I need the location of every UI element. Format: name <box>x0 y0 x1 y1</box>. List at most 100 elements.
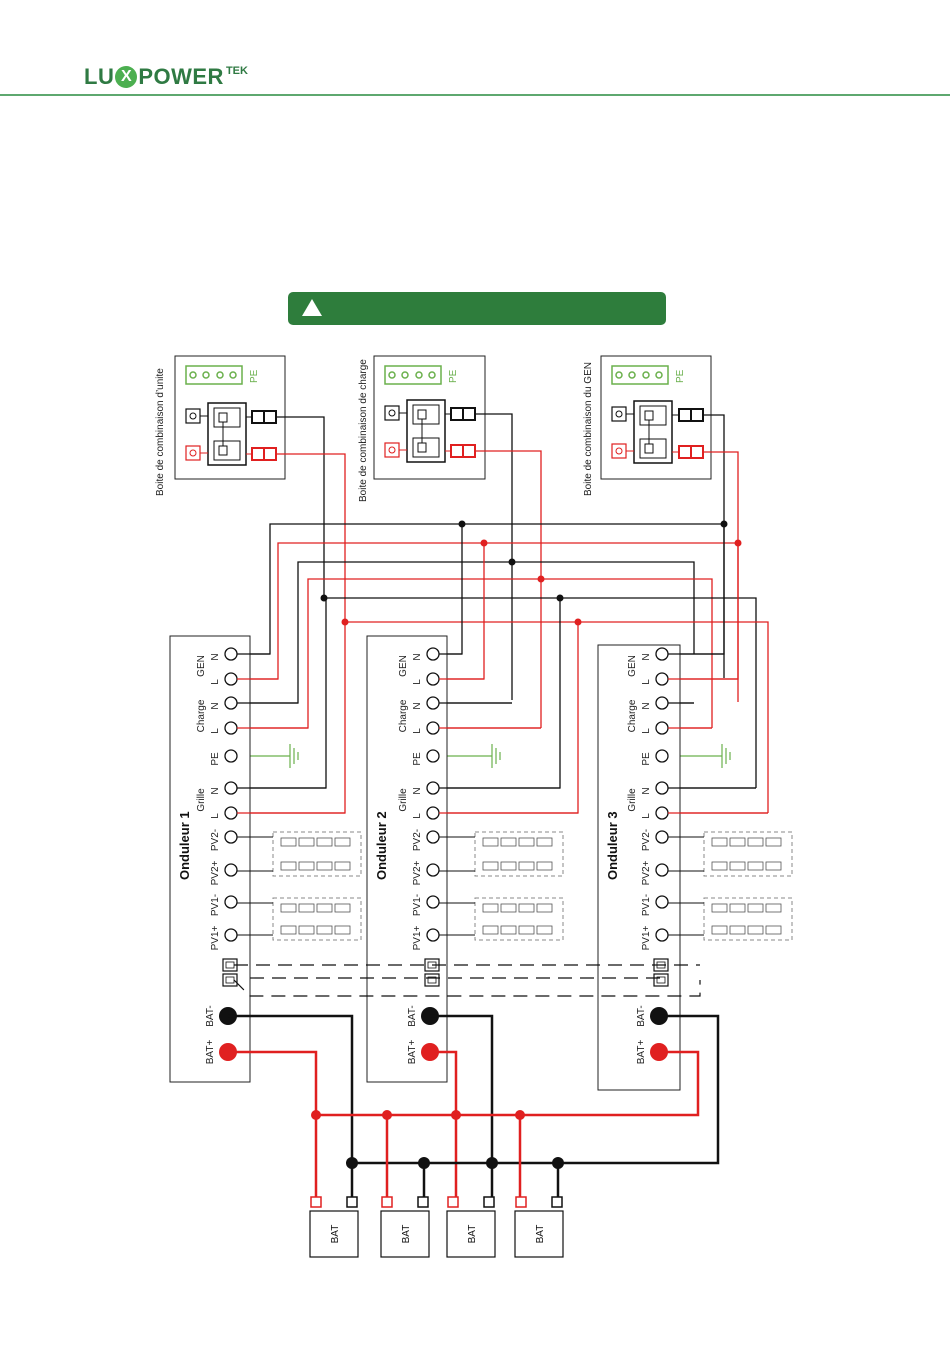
terminal-l <box>224 806 238 820</box>
battery-label: BAT <box>401 1225 412 1244</box>
terminal-pv2_minus <box>426 830 440 844</box>
pv-module-icon <box>765 925 782 935</box>
terminal-label: PV1+ <box>210 925 221 950</box>
pv-module-icon <box>334 861 351 871</box>
terminal-label: L <box>412 813 423 819</box>
terminal-label: PV1- <box>412 894 423 916</box>
terminal-bat-plus <box>650 1043 668 1061</box>
terminal-label: PE <box>210 752 221 766</box>
inverter-name: Onduleur 1 <box>177 811 192 880</box>
pv-module-icon <box>334 903 351 913</box>
pv-module-icon <box>482 925 499 935</box>
breaker <box>611 400 704 464</box>
battery-minus-post <box>346 1196 358 1208</box>
terminal-label: BAT- <box>407 1005 418 1026</box>
pv-module-icon <box>298 925 315 935</box>
pv-module-icon <box>316 837 333 847</box>
terminal-label: BAT+ <box>407 1040 418 1065</box>
pv-module-icon <box>298 903 315 913</box>
pv-module-icon <box>298 837 315 847</box>
pv-module-icon <box>765 861 782 871</box>
pv-module-icon <box>316 925 333 935</box>
pv-string <box>668 897 793 941</box>
group-label-gen: GEN <box>196 655 207 677</box>
battery: BAT <box>309 1196 359 1258</box>
pv-string <box>439 897 564 941</box>
pv-module-icon <box>711 861 728 871</box>
terminal-pv2_minus <box>224 830 238 844</box>
terminal-label: PV1+ <box>412 925 423 950</box>
terminal-n <box>224 647 238 661</box>
pv-module-icon <box>747 925 764 935</box>
battery-body <box>446 1210 496 1258</box>
breaker <box>185 402 277 466</box>
pv-module-icon <box>518 837 535 847</box>
inverter-name: Onduleur 3 <box>605 811 620 880</box>
group-label-gen: GEN <box>627 655 638 677</box>
group-label-grille: Grille <box>196 788 207 812</box>
pe-label: PE <box>448 369 459 383</box>
pv-module-icon <box>729 903 746 913</box>
terminal-n <box>224 781 238 795</box>
terminal-label: L <box>641 728 652 734</box>
comm-port-icon <box>653 973 669 987</box>
pv-string-frame <box>272 897 362 941</box>
inverter-name: Onduleur 2 <box>374 811 389 880</box>
parallel-comm-cables <box>233 964 701 997</box>
terminal-label: N <box>210 787 221 794</box>
pv-string-frame <box>474 897 564 941</box>
terminal-label: BAT- <box>205 1005 216 1026</box>
terminal-pv2_plus <box>224 863 238 877</box>
terminal-label: BAT+ <box>205 1040 216 1065</box>
pe-terminal-strip <box>384 365 442 385</box>
pv-string-frame <box>703 831 793 877</box>
terminal-pv2_minus <box>655 830 669 844</box>
breaker <box>384 399 476 463</box>
combiner-box-label: Boite de combinaison du GEN <box>583 362 594 496</box>
pv-string <box>237 897 362 941</box>
terminal-label: L <box>412 679 423 685</box>
terminal-n <box>426 696 440 710</box>
pv-module-icon <box>280 837 297 847</box>
battery-body <box>309 1210 359 1258</box>
pe-label: PE <box>249 369 260 383</box>
terminal-l <box>655 806 669 820</box>
terminal-label: PV1+ <box>641 925 652 950</box>
terminal-label: N <box>641 702 652 709</box>
pv-module-icon <box>298 861 315 871</box>
battery-label: BAT <box>330 1225 341 1244</box>
terminal-n <box>655 647 669 661</box>
pv-module-icon <box>729 861 746 871</box>
pv-module-icon <box>482 837 499 847</box>
pv-module-icon <box>711 903 728 913</box>
terminal-label: PV2- <box>641 829 652 851</box>
battery-minus-post <box>417 1196 429 1208</box>
battery-body <box>380 1210 430 1258</box>
pv-string <box>668 831 793 877</box>
pe-label: PE <box>675 369 686 383</box>
battery-junction-dots <box>311 1110 564 1169</box>
group-label-grille: Grille <box>627 788 638 812</box>
terminal-pe <box>655 749 669 763</box>
pv-module-icon <box>536 903 553 913</box>
battery-plus-post <box>447 1196 459 1208</box>
pv-module-icon <box>316 903 333 913</box>
pv-string-frame <box>703 897 793 941</box>
terminal-pv1_plus <box>426 928 440 942</box>
pv-module-icon <box>536 861 553 871</box>
terminal-label: N <box>412 787 423 794</box>
battery: BAT <box>514 1196 564 1258</box>
battery-label: BAT <box>467 1225 478 1244</box>
terminal-label: N <box>641 653 652 660</box>
ac-bus-wires <box>231 523 769 814</box>
bus-junction-dots <box>320 520 742 626</box>
pv-module-icon <box>500 925 517 935</box>
battery-wiring <box>228 1014 720 1200</box>
pv-module-icon <box>500 861 517 871</box>
battery-bank: BAT BAT BAT BAT <box>309 1196 564 1258</box>
pv-string <box>439 831 564 877</box>
battery: BAT <box>446 1196 496 1258</box>
pv-module-icon <box>536 837 553 847</box>
ac-wire-stubs <box>237 653 768 814</box>
